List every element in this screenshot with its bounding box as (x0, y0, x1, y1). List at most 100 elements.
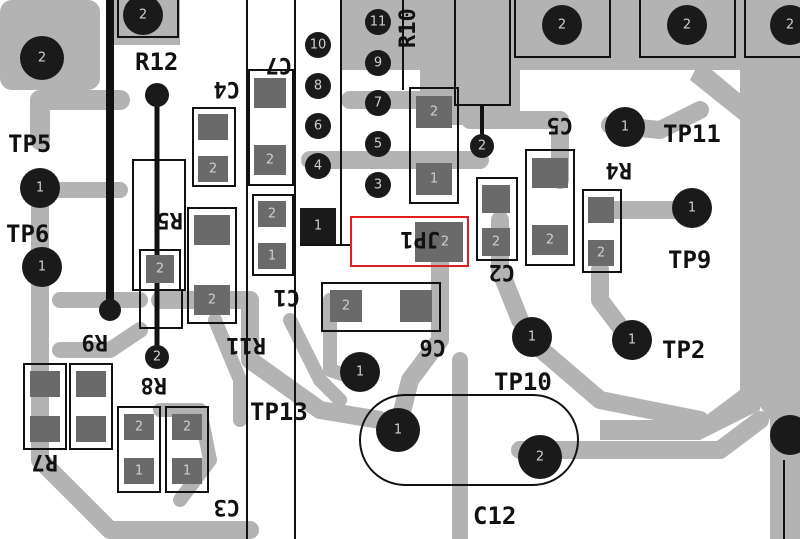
r11-outline (187, 207, 237, 324)
label-tp2: TP2 (662, 336, 705, 364)
pin-label: 1 (688, 201, 696, 216)
c4-pad-1 (198, 114, 228, 140)
r9-pad-b2 (76, 416, 106, 442)
trace-tp5 (30, 90, 130, 150)
c4-pad-2 (198, 156, 228, 182)
pin-label: 2 (786, 18, 794, 33)
pin-label: 2 (558, 18, 566, 33)
pin-label: 9 (374, 56, 382, 71)
r9-outline-a (23, 363, 67, 450)
pin-label: 1 (430, 172, 438, 187)
silkscreen-labels: R12 TP5 TP6 TP11 TP9 TP2 TP10 TP13 C12 C… (6, 8, 721, 530)
trace-r11 (208, 313, 247, 427)
pad-block-b (639, 0, 736, 58)
label-c1: C1 (274, 284, 301, 309)
label-r8: R8 (141, 372, 168, 397)
c2-pad-1 (482, 185, 510, 213)
via-r5-top (145, 83, 169, 107)
pin-label: 2 (597, 246, 605, 261)
tp11-pad[interactable] (605, 107, 645, 147)
copper-pour-right-loop (600, 60, 760, 440)
pin-label: 7 (374, 96, 382, 111)
c7-pad-1 (254, 78, 286, 108)
pin-label: 4 (314, 159, 322, 174)
label-c3: C3 (214, 494, 241, 519)
pin-label: 3 (374, 178, 382, 193)
c3-outline (165, 406, 209, 493)
through-hole-pads: 2 2 2 2 2 2 2 1 1 1 1 1 1 1 11 10 (20, 0, 800, 486)
label-r12: R12 (135, 48, 178, 76)
pin-label: 2 (492, 235, 500, 250)
label-c6: C6 (420, 334, 447, 359)
pin-label: 1 (38, 260, 46, 275)
r10-body (409, 87, 459, 204)
r9-pad-a1 (30, 371, 60, 397)
pin-label: 2 (268, 207, 276, 222)
c12-pad-1[interactable] (376, 408, 420, 452)
label-r4: R4 (606, 157, 633, 182)
header-pin-9 (365, 50, 391, 76)
header-pin-3 (365, 172, 391, 198)
r8-pad-2 (124, 414, 154, 440)
pin-label: 2 (536, 450, 544, 465)
via-left (99, 299, 121, 321)
label-r10: R10 (396, 8, 421, 48)
pad-block-a (514, 0, 611, 58)
pin-label: 1 (314, 219, 322, 234)
tp9-pad[interactable] (672, 188, 712, 228)
c12-pad-2[interactable] (518, 435, 562, 479)
tp2-pad[interactable] (612, 320, 652, 360)
r10-outline (454, 0, 511, 106)
pin-label: 2 (153, 350, 161, 365)
c5-pad-2 (532, 225, 568, 255)
label-c12: C12 (473, 502, 516, 530)
label-r5: R5 (157, 207, 184, 232)
pin-label: 1 (36, 181, 44, 196)
r4-pad-1 (588, 197, 614, 223)
c3-pad-2 (172, 414, 202, 440)
trace-left-loop (31, 181, 259, 539)
r12-outline (117, 0, 179, 38)
c2-pad-2 (482, 228, 510, 256)
c5-outline (525, 149, 575, 266)
pad-r12-top (123, 0, 163, 35)
pad-top-a (542, 5, 582, 45)
r10-pad-2 (416, 96, 452, 128)
pin-label: 2 (208, 293, 216, 308)
label-tp9: TP9 (668, 246, 711, 274)
pin-label: 2 (135, 420, 143, 435)
c12-outline (359, 394, 579, 486)
r9-outline-b (69, 363, 113, 450)
pin-label: 1 (268, 249, 276, 264)
pin-label: 11 (370, 15, 387, 30)
pin-label: 2 (266, 153, 274, 168)
pin-label: 2 (139, 8, 147, 23)
header-pin-10 (305, 32, 331, 58)
r8-outline (117, 406, 161, 493)
c2-outline (476, 177, 518, 261)
trace-c12 (511, 411, 769, 459)
board-lines (106, 0, 785, 539)
pin-label: 2 (683, 18, 691, 33)
tp13-pad[interactable] (340, 352, 380, 392)
label-c2: C2 (489, 259, 516, 284)
c5-pad-1 (532, 158, 568, 188)
pin-label: 1 (183, 464, 191, 479)
pin-label: 2 (38, 51, 46, 66)
label-jp1: JP1 (400, 226, 440, 251)
label-r9: R9 (82, 329, 109, 354)
r5-pad (146, 255, 174, 283)
pin-label: 2 (441, 235, 449, 250)
smd-components: 2 2 2 1 2 2 2 1 2 2 (23, 69, 622, 493)
jp1-highlight-box[interactable] (350, 216, 469, 267)
tp5-pad[interactable] (20, 168, 60, 208)
pin-label: 2 (156, 262, 164, 277)
pad-right-edge (770, 415, 800, 455)
trace-r9 (52, 322, 148, 358)
pin-label: 1 (394, 423, 402, 438)
pin-label: 2 (546, 233, 554, 248)
r8-pad-1 (124, 458, 154, 484)
tp10-pad[interactable] (512, 317, 552, 357)
tp6-pad[interactable] (22, 247, 62, 287)
label-c4: C4 (214, 76, 241, 101)
